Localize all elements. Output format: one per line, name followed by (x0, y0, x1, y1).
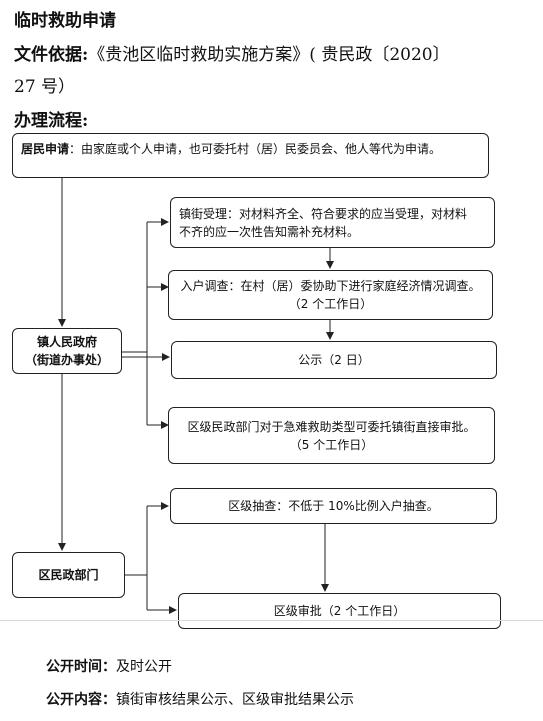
acceptance-line-1: 镇街受理：对材料齐全、符合要求的应当受理，对材料 (179, 207, 468, 221)
district-dept-text: 区民政部门 (38, 568, 99, 582)
node-final-approval: 区级审批（2 个工作日） (178, 593, 501, 629)
delegate-line-1: 区级民政部门对于急难救助类型可委托镇街直接审批。 (187, 419, 476, 434)
footer-content-label: 公开内容： (46, 692, 116, 708)
node-acceptance: 镇街受理：对材料齐全、符合要求的应当受理，对材料 不齐的应一次性告知需补充材料。 (170, 197, 495, 248)
node-district-department: 区民政部门 (12, 552, 125, 598)
town-gov-line-2: （街道办事处） (24, 353, 109, 367)
basis-line-2: 27 号） (14, 77, 76, 97)
town-gov-line-1: 镇人民政府 (36, 335, 97, 349)
node-household-investigation: 入户调查：在村（居）委协助下进行家庭经济情况调查。 （2 个工作日） (168, 270, 493, 320)
node-district-delegated-approval: 区级民政部门对于急难救助类型可委托镇街直接审批。 （5 个工作日） (168, 407, 495, 464)
investigation-line-1: 入户调查：在村（居）委协助下进行家庭经济情况调查。 (180, 279, 481, 293)
basis-text-1: 《贵池区临时救助实施方案》( 贵民政〔2020〕 (88, 45, 450, 65)
acceptance-line-2: 不齐的应一次性告知需补充材料。 (179, 225, 360, 239)
publicity-text: 公示（2 日） (298, 353, 370, 367)
final-approval-text: 区级审批（2 个工作日） (273, 604, 406, 618)
basis-line-1: 文件依据:《贵池区临时救助实施方案》( 贵民政〔2020〕 (14, 40, 450, 65)
basis-label: 文件依据: (14, 45, 89, 65)
flow-connectors (58, 178, 334, 614)
node-resident-application: 居民申请：由家庭或个人申请，也可委托村（居）民委员会、他人等代为申请。 (12, 133, 489, 178)
resident-label: 居民申请 (21, 142, 70, 156)
footer-time-label: 公开时间： (46, 659, 116, 675)
footer-content: 公开内容：镇街审核结果公示、区级审批结果公示 (46, 689, 354, 709)
footer-time: 公开时间：及时公开 (46, 656, 172, 676)
investigation-line-2: （2 个工作日） (288, 297, 373, 311)
node-publicity: 公示（2 日） (171, 341, 497, 379)
spot-check-text: 区级抽查：不低于 10%比例入户抽查。 (228, 499, 439, 513)
footer-time-value: 及时公开 (116, 659, 172, 675)
node-town-government: 镇人民政府 （街道办事处） (12, 328, 122, 374)
delegate-line-2: （5 个工作日） (289, 437, 374, 452)
resident-text: ：由家庭或个人申请，也可委托村（居）民委员会、他人等代为申请。 (69, 142, 442, 156)
page-title: 临时救助申请 (14, 11, 116, 31)
footer-content-value: 镇街审核结果公示、区级审批结果公示 (116, 692, 354, 708)
flow-label: 办理流程: (14, 111, 89, 131)
divider (0, 620, 543, 621)
node-spot-check: 区级抽查：不低于 10%比例入户抽查。 (170, 488, 497, 524)
